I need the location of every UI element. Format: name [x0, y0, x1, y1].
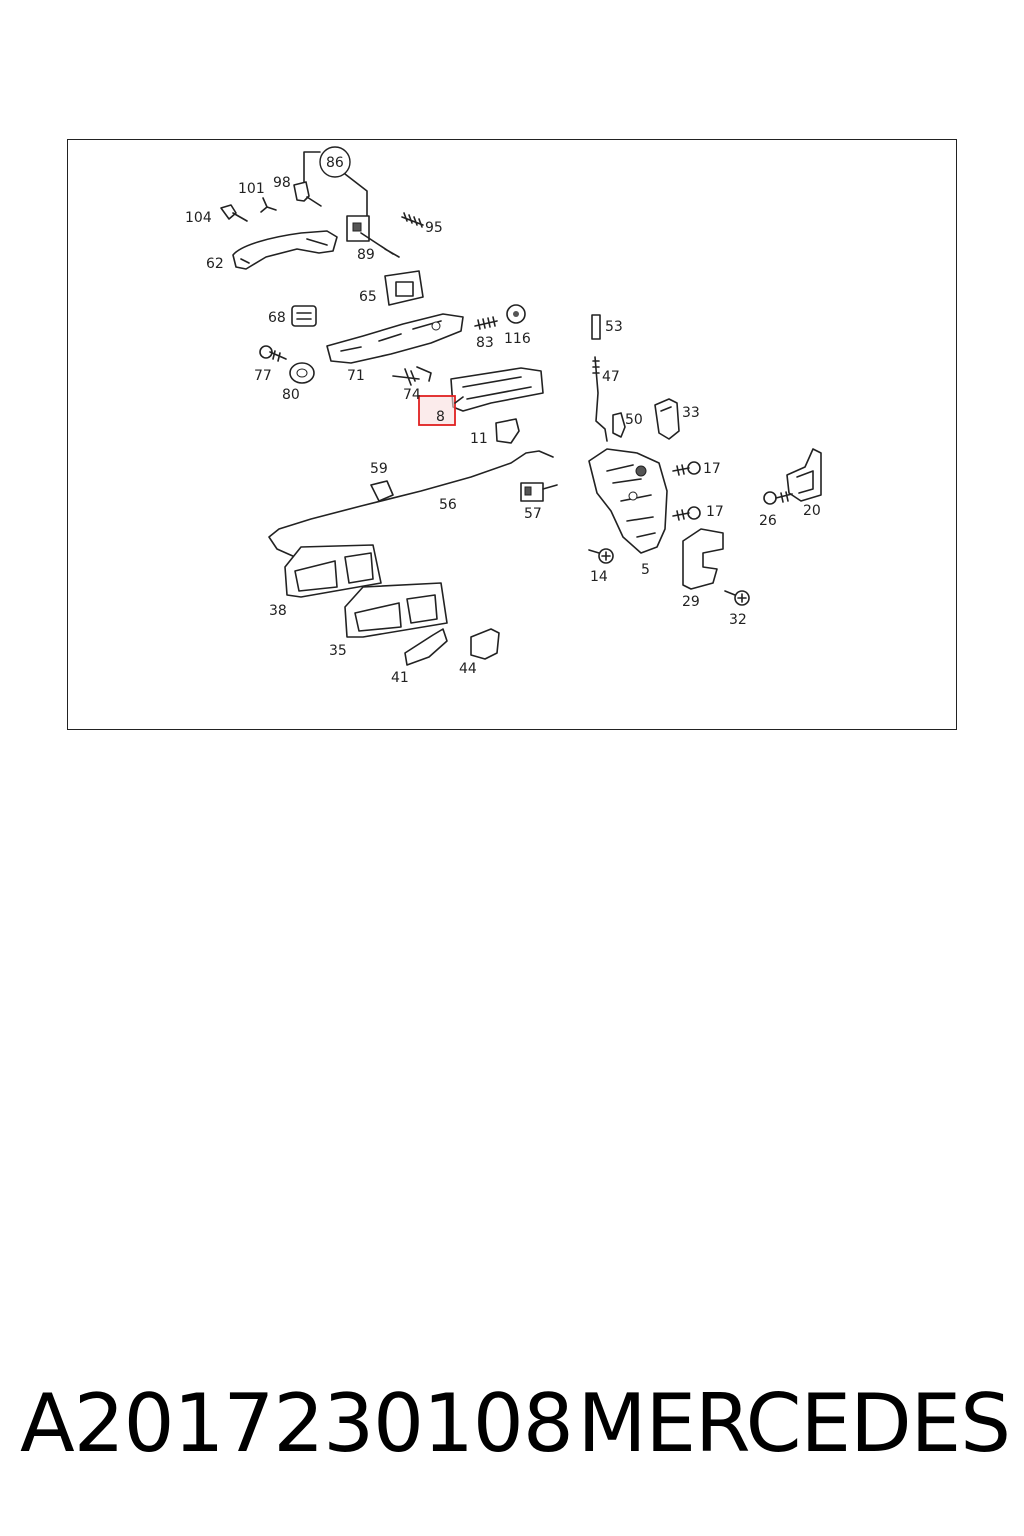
inner-bezel-35: [344, 582, 448, 638]
plate-29: [682, 528, 724, 590]
label-77: 77: [254, 368, 272, 384]
rod-56: [268, 450, 554, 558]
spring-74: [392, 366, 432, 386]
label-47: 47: [602, 369, 620, 385]
lock-rod-47: [592, 356, 608, 442]
label-83: 83: [476, 335, 494, 351]
label-74: 74: [403, 387, 421, 403]
clip-50: [612, 412, 626, 438]
label-62: 62: [206, 256, 224, 272]
screw-17-lower: [672, 506, 701, 521]
parts-diagram: 86 98 101 104 95 89 62 65 68 83 116 53 7…: [67, 139, 957, 730]
screw-17-upper: [672, 461, 701, 476]
label-14: 14: [590, 569, 608, 585]
label-11: 11: [470, 431, 488, 447]
spring-95: [401, 212, 424, 228]
label-104: 104: [185, 210, 212, 226]
striker-20: [786, 448, 822, 502]
label-44: 44: [459, 661, 477, 677]
spring-83: [474, 316, 498, 330]
exploded-door-lock-diagram: 86 98 101 104 95 89 62 65 68 83 116 53 7…: [185, 146, 822, 686]
label-101: 101: [238, 181, 265, 197]
label-17-lower: 17: [706, 504, 724, 520]
screw-77: [259, 345, 287, 362]
label-8: 8: [436, 409, 445, 425]
inner-bezel-38: [284, 544, 382, 598]
label-41: 41: [391, 670, 409, 686]
label-26: 26: [759, 513, 777, 529]
label-98: 98: [273, 175, 291, 191]
label-32: 32: [729, 612, 747, 628]
lock-cover-8: [450, 367, 544, 412]
handle-bezel-65: [384, 270, 424, 306]
label-65: 65: [359, 289, 377, 305]
key-104: [220, 204, 248, 222]
key-98: [293, 181, 322, 207]
label-80: 80: [282, 387, 300, 403]
label-29: 29: [682, 594, 700, 610]
clip-59: [370, 480, 394, 502]
bracket-44: [470, 628, 500, 660]
guide-57: [520, 482, 558, 502]
bushing-80: [289, 362, 315, 384]
screw-26: [763, 491, 793, 505]
lock-knob-53: [591, 314, 601, 340]
label-68: 68: [268, 310, 286, 326]
clip-68: [291, 305, 317, 327]
label-53: 53: [605, 319, 623, 335]
lock-cylinder-89: [346, 215, 400, 258]
brand-name: MERCEDES: [577, 1376, 1011, 1470]
label-57: 57: [524, 506, 542, 522]
label-5: 5: [641, 562, 650, 578]
cover-33: [654, 398, 680, 440]
outer-handle-62: [232, 230, 338, 270]
caption: A2017230108 MERCEDES: [20, 1368, 1011, 1478]
label-59: 59: [370, 461, 388, 477]
label-38: 38: [269, 603, 287, 619]
label-56: 56: [439, 497, 457, 513]
label-33: 33: [682, 405, 700, 421]
highlight-box: [418, 395, 456, 426]
inner-handle-41: [404, 628, 448, 666]
label-71: 71: [347, 368, 365, 384]
label-89: 89: [357, 247, 375, 263]
handle-carrier-71: [326, 313, 464, 364]
screw-14: [588, 548, 614, 564]
label-95: 95: [425, 220, 443, 236]
label-86: 86: [326, 155, 344, 171]
label-116: 116: [504, 331, 531, 347]
label-35: 35: [329, 643, 347, 659]
key-101: [260, 197, 277, 213]
callout-86: [303, 146, 368, 217]
bracket-11: [495, 418, 520, 444]
part-number: A2017230108: [20, 1376, 574, 1470]
screw-32: [724, 590, 750, 606]
door-lock-5: [588, 448, 668, 554]
cap-116: [506, 304, 526, 324]
label-20: 20: [803, 503, 821, 519]
label-50: 50: [625, 412, 643, 428]
label-17-upper: 17: [703, 461, 721, 477]
